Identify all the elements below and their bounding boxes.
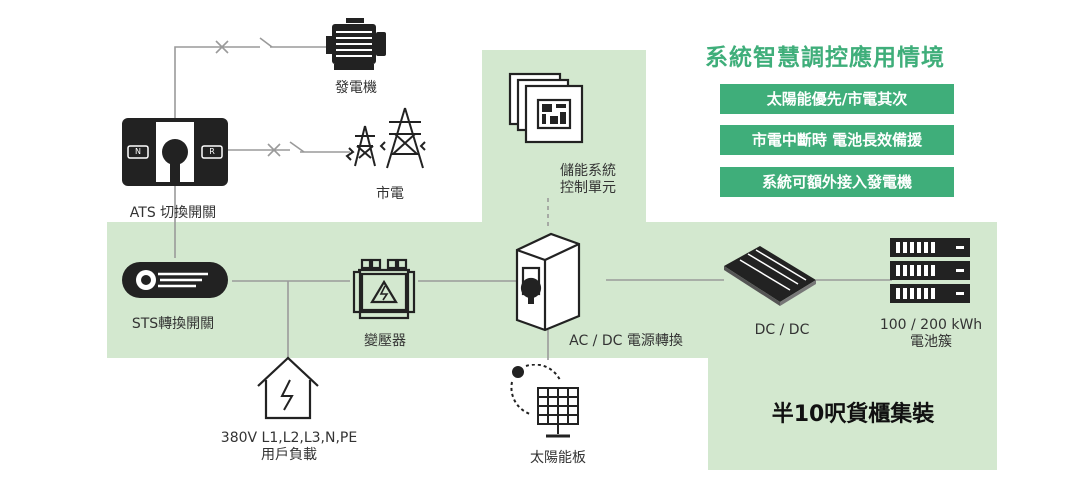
wire-ats-generator [174,46,260,118]
transformer-icon [352,258,416,328]
ats-switch-icon: N R [122,118,228,190]
ats-label: ATS 切換開關 [129,205,217,221]
transformer-label: 變壓器 [364,333,406,349]
house-load-icon [256,356,320,424]
feature-badge-solar-priority: 太陽能優先/市電其次 [720,84,954,114]
ess-control-icon [508,72,584,148]
dcdc-label: DC / DC [754,322,810,338]
ats-terminal-r: R [209,147,215,156]
acdc-converter-icon [515,228,581,336]
generator-label: 發電機 [335,80,377,96]
power-tower-icon [345,106,427,178]
ats-terminal-n: N [135,147,141,156]
solar-label: 太陽能板 [530,450,586,466]
acdc-label: AC / DC 電源轉換 [569,333,683,349]
container-label: 半10呎貨櫃集裝 [771,402,935,427]
open-switch-mark-grid-2 [267,143,281,157]
generator-icon [326,18,390,78]
open-switch-mark-generator-2 [215,40,229,54]
feature-badge-generator: 系統可額外接入發電機 [720,167,954,197]
scenario-title: 系統智慧調控應用情境 [705,45,945,71]
battery-cluster-icon [890,238,972,308]
grid-label: 市電 [376,186,404,202]
battery-label: 100 / 200 kWh 電池簇 [879,317,983,350]
container-region-bottom [708,356,997,470]
wire-grid-switch [289,141,305,153]
solar-panel-icon [508,363,590,446]
ess-label: 儲能系統 控制單元 [560,163,616,196]
sts-switch-icon [122,262,228,302]
load-label: 380V L1,L2,L3,N,PE 用戶負載 [220,430,358,463]
dcdc-converter-icon [720,242,820,312]
sts-label: STS轉換開關 [131,316,215,332]
feature-badge-battery-backup: 市電中斷時 電池長效備援 [720,125,954,155]
wire-generator-switch [259,37,273,48]
